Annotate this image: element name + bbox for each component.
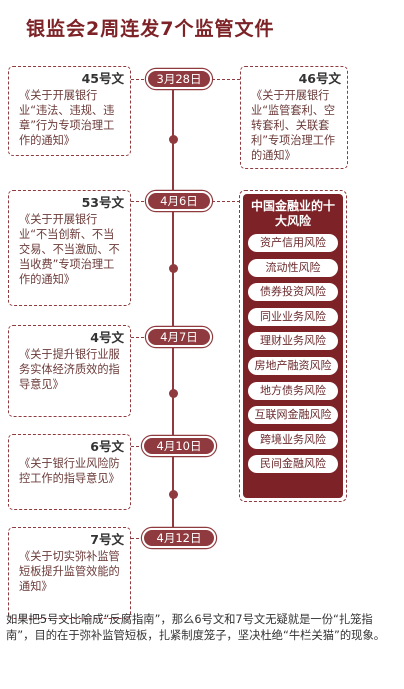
doc-title: 《关于提升银行业服务实体经济质效的指导意见》 (19, 348, 120, 391)
risk-item: 跨境业务风险 (248, 430, 338, 449)
doc-title: 《关于银行业风险防控工作的指导意见》 (19, 457, 120, 485)
risk-item: 民间金融风险 (248, 455, 338, 474)
connector-7 (131, 538, 149, 539)
connector-risk (212, 201, 240, 202)
doc-card-6: 6号文 《关于银行业风险防控工作的指导意见》 (8, 434, 131, 510)
connector-46 (212, 79, 240, 80)
date-pill: 4月12日 (142, 528, 216, 548)
connector-45 (131, 79, 149, 80)
doc-title: 《关于切实弥补监管短板提升监管效能的通知》 (19, 550, 120, 593)
page-title: 银监会2周连发7个监管文件 (26, 18, 275, 40)
risk-panel-inner: 中国金融业的十大风险 资产信用风险 流动性风险 债券投资风险 同业业务风险 理财… (243, 194, 343, 498)
timeline-line (172, 70, 174, 548)
connector-6 (131, 446, 149, 447)
connector-53 (131, 201, 149, 202)
doc-card-45: 45号文 《关于开展银行业“违法、违规、违章”行为专项治理工作的通知》 (8, 66, 131, 156)
risk-item: 地方债务风险 (248, 381, 338, 400)
doc-title: 《关于开展银行业“监管套利、空转套利、关联套利”专项治理工作的通知》 (251, 89, 336, 162)
doc-card-7: 7号文 《关于切实弥补监管短板提升监管效能的通知》 (8, 527, 131, 619)
timeline-dot (168, 264, 178, 273)
doc-number: 45号文 (81, 71, 124, 86)
timeline-dot (168, 389, 178, 398)
connector-4 (131, 337, 149, 338)
date-pill: 4月10日 (142, 436, 216, 456)
risk-item: 互联网金融风险 (248, 406, 338, 425)
doc-card-53: 53号文 《关于开展银行业“不当创新、不当交易、不当激励、不当收费”专项治理工作… (8, 190, 131, 306)
risk-item: 债券投资风险 (248, 283, 338, 302)
risk-item: 同业业务风险 (248, 307, 338, 326)
risk-item: 流动性风险 (248, 258, 338, 277)
date-pill: 4月6日 (146, 191, 212, 211)
risk-panel: 中国金融业的十大风险 资产信用风险 流动性风险 债券投资风险 同业业务风险 理财… (239, 190, 347, 502)
doc-card-46: 46号文 《关于开展银行业“监管套利、空转套利、关联套利”专项治理工作的通知》 (240, 66, 348, 169)
timeline-dot (168, 490, 178, 499)
risk-item: 理财业务风险 (248, 332, 338, 351)
doc-card-4: 4号文 《关于提升银行业服务实体经济质效的指导意见》 (8, 325, 131, 417)
doc-number: 7号文 (90, 532, 124, 547)
risk-item: 资产信用风险 (248, 234, 338, 252)
footer-text: 如果把5号文比喻成“反腐指南”，那么6号文和7号文无疑就是一份“扎笼指南”，目的… (6, 613, 386, 642)
doc-number: 53号文 (81, 195, 124, 210)
timeline-dot (168, 135, 178, 144)
risk-panel-title: 中国金融业的十大风险 (250, 199, 335, 228)
risk-item: 房地产融资风险 (248, 356, 338, 375)
doc-number: 4号文 (90, 330, 124, 345)
date-pill: 4月7日 (146, 327, 212, 347)
doc-number: 6号文 (90, 439, 124, 454)
doc-title: 《关于开展银行业“违法、违规、违章”行为专项治理工作的通知》 (19, 89, 115, 147)
doc-title: 《关于开展银行业“不当创新、不当交易、不当激励、不当收费”专项治理工作的通知》 (19, 213, 120, 286)
date-pill: 3月28日 (146, 69, 212, 89)
doc-number: 46号文 (298, 71, 341, 86)
